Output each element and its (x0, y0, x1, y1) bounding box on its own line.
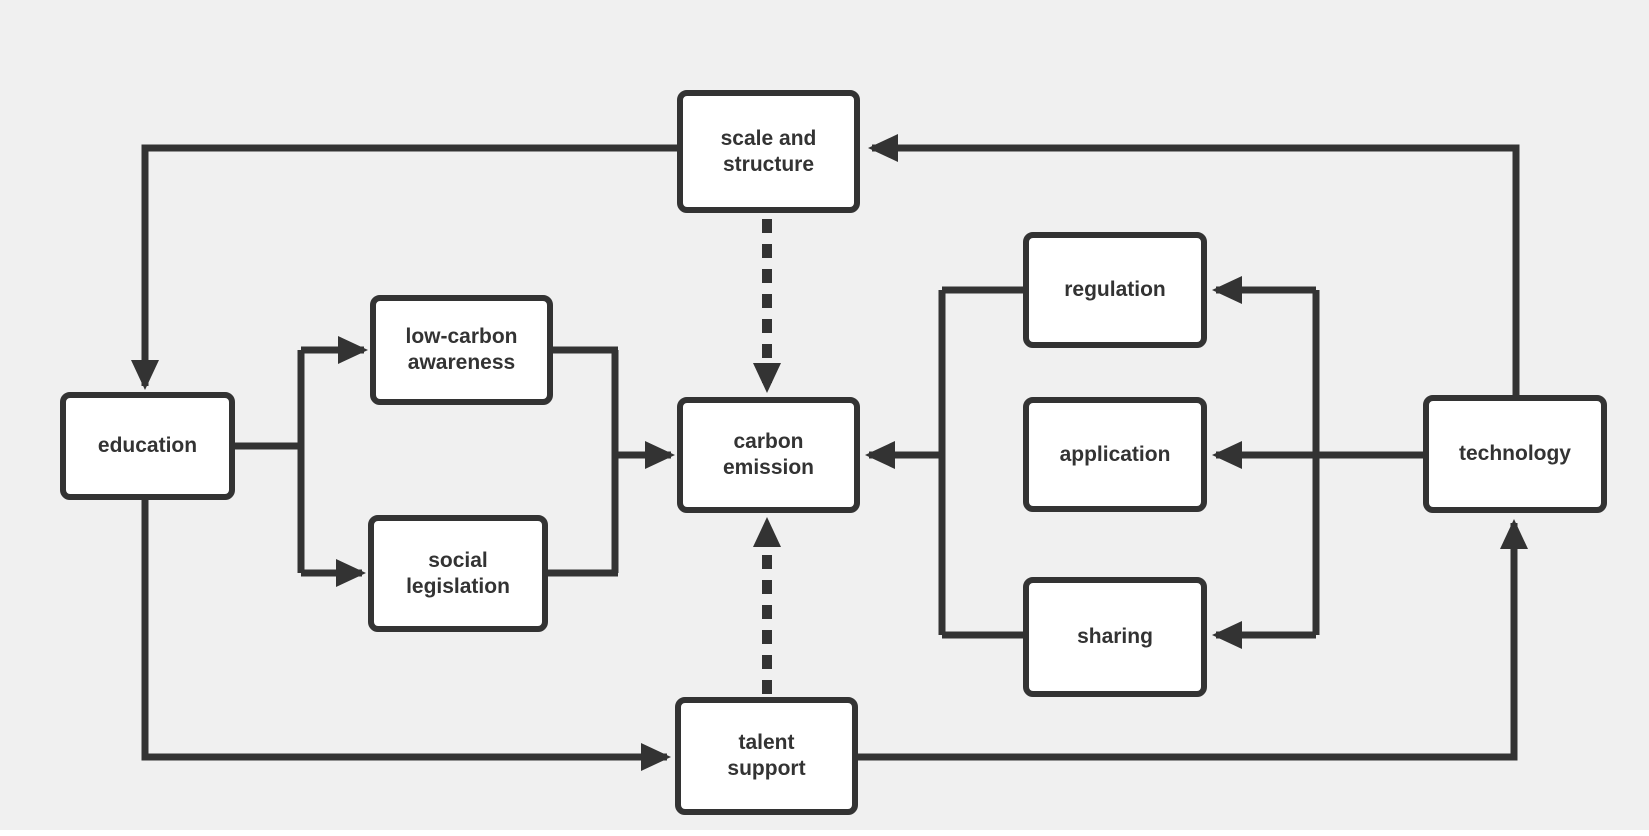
node-label: social legislation (406, 548, 510, 598)
node-carbon-emission: carbon emission (677, 397, 860, 513)
node-education: education (60, 392, 235, 500)
node-scale-and-structure: scale and structure (677, 90, 860, 213)
node-label: application (1059, 442, 1171, 466)
node-regulation: regulation (1023, 232, 1207, 348)
node-label: sharing (1077, 625, 1153, 649)
edge-talent-to-technology (858, 519, 1528, 761)
node-talent-support: talent support (675, 697, 858, 815)
page-edge (0, 830, 1649, 836)
edge-education-to-talent (141, 500, 671, 771)
node-label: talent support (727, 731, 806, 780)
node-social-legislation: social legislation (368, 515, 548, 632)
edge-technology-to-scale (868, 134, 1520, 395)
node-label: scale and structure (720, 126, 817, 176)
node-sharing: sharing (1023, 577, 1207, 697)
node-label: regulation (1064, 278, 1166, 302)
node-low-carbon-awareness: low-carbon awareness (370, 295, 553, 405)
node-label: carbon emission (722, 430, 815, 479)
edge-scale-to-education (131, 144, 677, 390)
node-label: technology (1458, 442, 1571, 466)
node-label: education (97, 434, 198, 458)
node-technology: technology (1423, 395, 1607, 513)
node-application: application (1023, 397, 1207, 512)
node-label: low-carbon awareness (405, 325, 518, 374)
